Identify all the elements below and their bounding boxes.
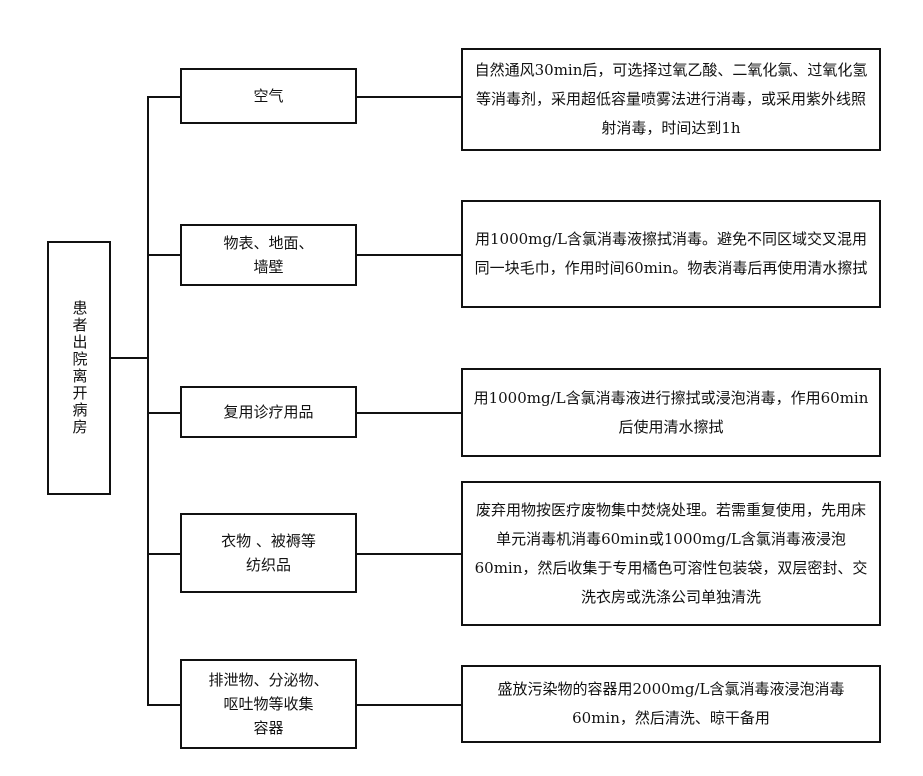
description-node-excreta-containers: 盛放污染物的容器用2000mg/L含氯消毒液浸泡消毒60min，然后清洗、晾干备… [461, 665, 881, 743]
link-line-2 [356, 254, 462, 256]
category-label: 物表、地面、 墙壁 [223, 234, 314, 276]
branch-line-4 [147, 553, 182, 555]
branch-line-1 [147, 96, 182, 98]
description-node-surfaces: 用1000mg/L含氯消毒液擦拭消毒。避免不同区域交叉混用同一块毛巾，作用时间6… [461, 200, 881, 308]
description-text: 废弃用物按医疗废物集中焚烧处理。若需重复使用，先用床单元消毒机消毒60min或1… [474, 500, 868, 606]
root-node: 患者出院离开病房 [47, 241, 111, 495]
branch-line-2 [147, 254, 182, 256]
branch-line-3 [147, 412, 182, 414]
link-line-4 [356, 553, 462, 555]
root-label: 患者出院离开病房 [70, 300, 89, 436]
category-label: 排泄物、分泌物、 呕吐物等收集 容器 [208, 671, 329, 737]
description-text: 用1000mg/L含氯消毒液进行擦拭或浸泡消毒，作用60min后使用清水擦拭 [473, 388, 869, 436]
description-node-medical-items: 用1000mg/L含氯消毒液进行擦拭或浸泡消毒，作用60min后使用清水擦拭 [461, 368, 881, 457]
description-text: 用1000mg/L含氯消毒液擦拭消毒。避免不同区域交叉混用同一块毛巾，作用时间6… [474, 230, 868, 277]
trunk-line [147, 96, 149, 705]
category-node-medical-items: 复用诊疗用品 [180, 386, 357, 438]
description-text: 盛放污染物的容器用2000mg/L含氯消毒液浸泡消毒60min，然后清洗、晾干备… [497, 680, 845, 727]
description-text: 自然通风30min后，可选择过氧乙酸、二氧化氯、过氧化氢等消毒剂，采用超低容量喷… [474, 61, 868, 137]
description-node-air: 自然通风30min后，可选择过氧乙酸、二氧化氯、过氧化氢等消毒剂，采用超低容量喷… [461, 48, 881, 151]
category-node-surfaces: 物表、地面、 墙壁 [180, 224, 357, 286]
link-line-3 [356, 412, 462, 414]
category-node-air: 空气 [180, 68, 357, 124]
link-line-5 [356, 704, 462, 706]
description-node-textiles: 废弃用物按医疗废物集中焚烧处理。若需重复使用，先用床单元消毒机消毒60min或1… [461, 481, 881, 626]
link-line-1 [356, 96, 462, 98]
category-node-textiles: 衣物 、被褥等 纺织品 [180, 513, 357, 593]
category-label: 复用诊疗用品 [223, 403, 314, 421]
category-node-excreta-containers: 排泄物、分泌物、 呕吐物等收集 容器 [180, 659, 357, 749]
branch-line-5 [147, 704, 182, 706]
category-label: 空气 [253, 87, 284, 105]
root-connector [111, 357, 148, 359]
category-label: 衣物 、被褥等 纺织品 [221, 532, 316, 574]
